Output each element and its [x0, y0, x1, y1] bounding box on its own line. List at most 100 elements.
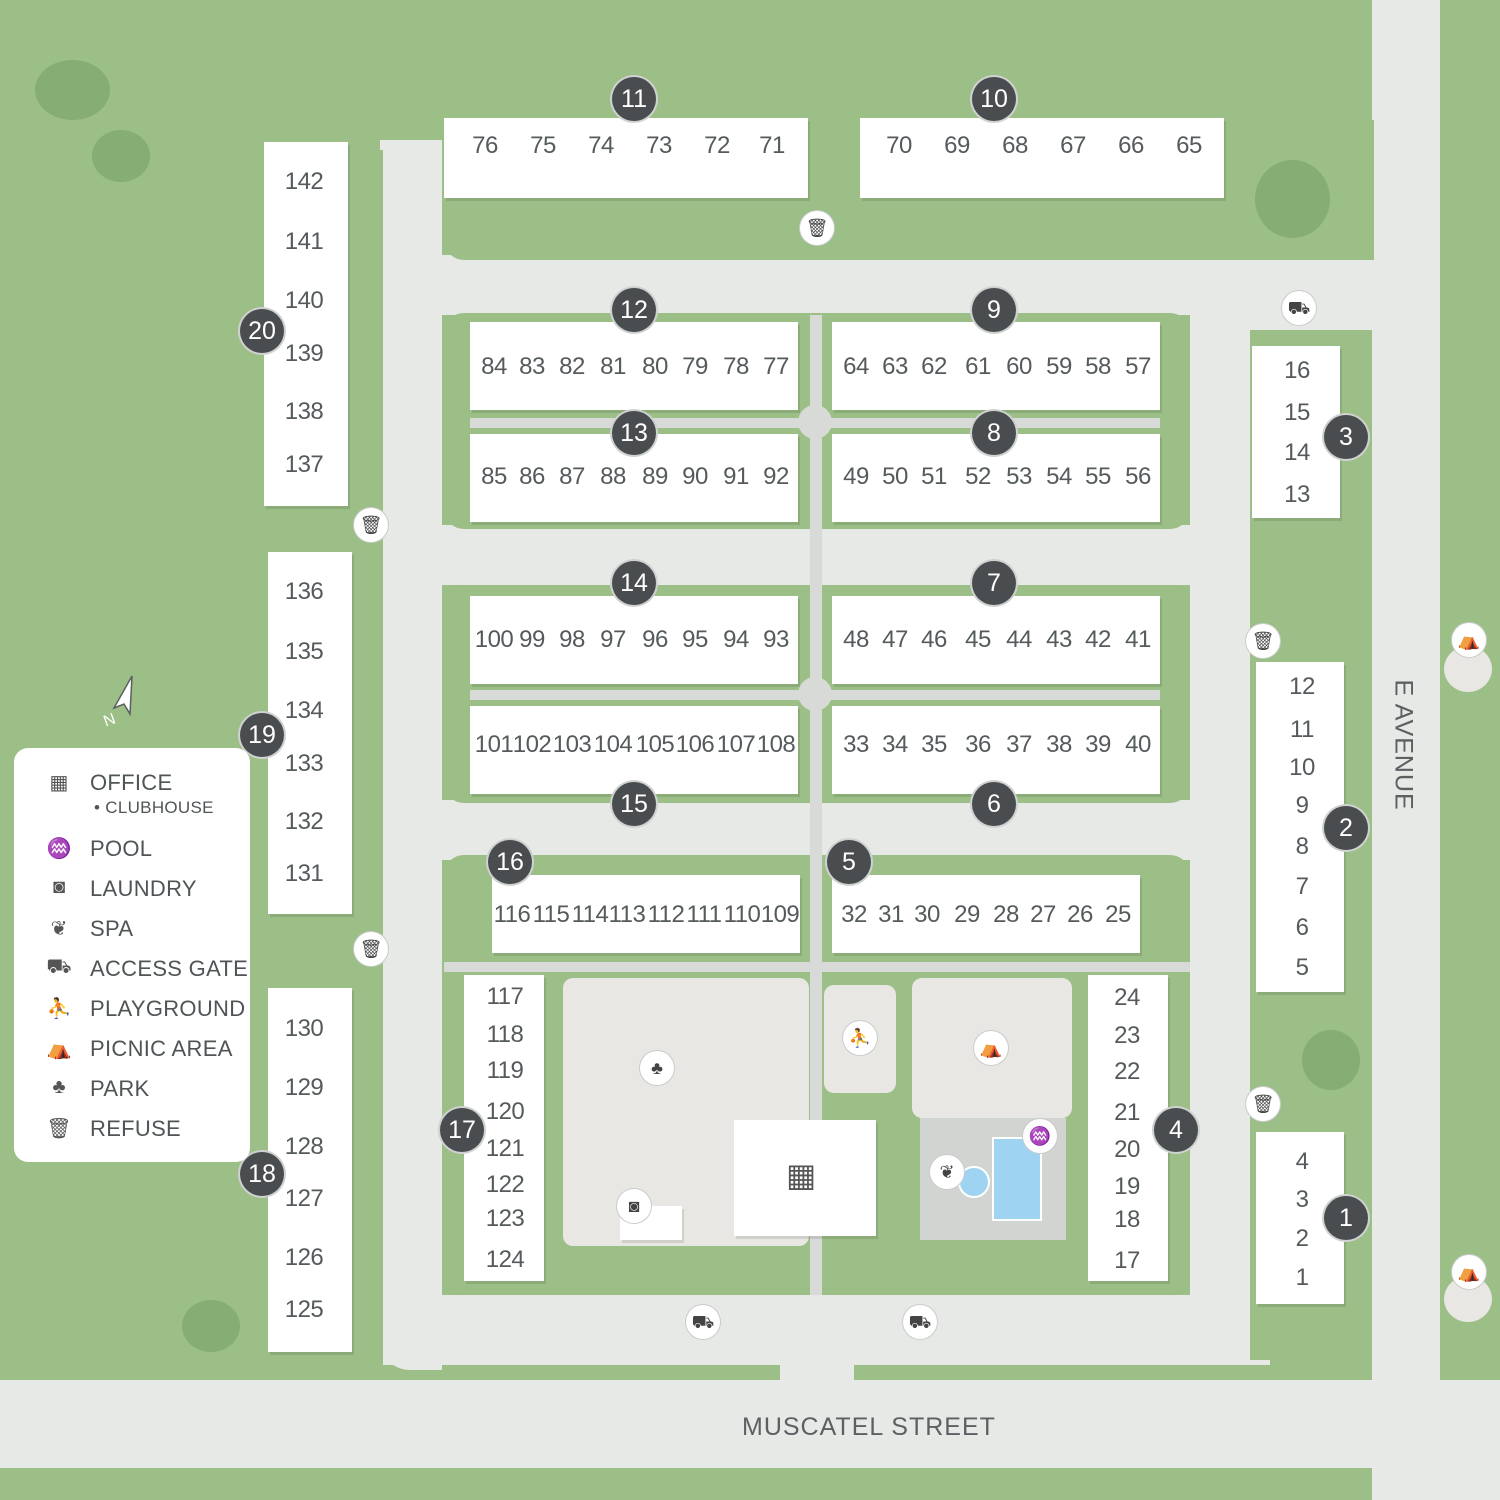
building-badge-11[interactable]: 11 — [612, 77, 656, 121]
unit-number: 9 — [1295, 792, 1309, 819]
unit-number: 137 — [284, 451, 324, 478]
refuse-icon[interactable]: 🗑 — [1246, 1087, 1280, 1121]
unit-number: 6 — [1295, 914, 1309, 941]
unit-number: 71 — [759, 132, 785, 159]
unit-number: 96 — [642, 626, 668, 653]
pool-icon[interactable]: ♒ — [1023, 1119, 1057, 1153]
unit-number: 22 — [1114, 1058, 1140, 1085]
refuse-icon[interactable]: 🗑 — [800, 211, 834, 245]
building-11[interactable] — [444, 118, 808, 198]
building-badge-13[interactable]: 13 — [612, 411, 656, 455]
building-badge-9[interactable]: 9 — [972, 288, 1016, 332]
access-gate-icon[interactable]: ⛟ — [903, 1305, 937, 1339]
building-16[interactable] — [492, 875, 800, 953]
unit-number: 135 — [284, 638, 324, 665]
building-badge-7[interactable]: 7 — [972, 561, 1016, 605]
unit-number: 59 — [1046, 353, 1072, 380]
refuse-icon[interactable]: 🗑 — [354, 932, 388, 966]
building-7[interactable] — [832, 596, 1160, 684]
building-badge-20[interactable]: 20 — [240, 309, 284, 353]
unit-number: 108 — [756, 731, 796, 758]
unit-number: 120 — [485, 1098, 525, 1125]
access-gate-icon[interactable]: ⛟ — [686, 1305, 720, 1339]
building-badge-5[interactable]: 5 — [827, 840, 871, 884]
tree — [1302, 1030, 1360, 1090]
unit-number: 2 — [1295, 1225, 1309, 1252]
unit-number: 27 — [1030, 901, 1056, 928]
refuse-icon[interactable]: 🗑 — [354, 508, 388, 542]
unit-number: 68 — [1002, 132, 1028, 159]
unit-number: 116 — [493, 901, 531, 928]
access-gate-icon: ⛟ — [46, 956, 72, 978]
building-badge-15[interactable]: 15 — [612, 782, 656, 826]
unit-number: 34 — [882, 731, 908, 758]
unit-number: 119 — [486, 1057, 524, 1084]
unit-number: 141 — [284, 228, 324, 255]
walkway-ns — [810, 315, 822, 1295]
pool-icon: ♒ — [46, 838, 72, 860]
building-badge-17[interactable]: 17 — [440, 1108, 484, 1152]
unit-number: 64 — [843, 353, 869, 380]
playground-icon[interactable]: ⛹ — [843, 1021, 877, 1055]
building-5[interactable] — [832, 875, 1140, 953]
refuse-icon[interactable]: 🗑 — [1246, 624, 1280, 658]
laundry-icon: ◙ — [52, 876, 66, 898]
building-badge-14[interactable]: 14 — [612, 561, 656, 605]
unit-number: 28 — [993, 901, 1019, 928]
internal-drive-east — [1190, 255, 1250, 1365]
unit-number: 32 — [841, 901, 867, 928]
building-badge-12[interactable]: 12 — [612, 288, 656, 332]
access-gate-icon[interactable]: ⛟ — [1282, 291, 1316, 325]
unit-number: 21 — [1114, 1099, 1140, 1126]
unit-number: 3 — [1295, 1186, 1309, 1213]
unit-number: 14 — [1284, 439, 1310, 466]
picnic-area-icon[interactable]: ⛺ — [1452, 623, 1486, 657]
unit-number: 8 — [1295, 833, 1309, 860]
building-badge-2[interactable]: 2 — [1324, 806, 1368, 850]
muscatel-street-label: MUSCATEL STREET — [742, 1413, 996, 1441]
building-15[interactable] — [470, 706, 798, 794]
building-badge-4[interactable]: 4 — [1154, 1108, 1198, 1152]
unit-number: 107 — [716, 731, 756, 758]
map-legend: ▦OFFICE• CLUBHOUSE♒POOL◙LAUNDRY❦SPA⛟ACCE… — [14, 748, 250, 1162]
park-icon[interactable]: ♣ — [640, 1051, 674, 1085]
building-9[interactable] — [832, 322, 1160, 410]
building-badge-18[interactable]: 18 — [240, 1152, 284, 1196]
building-badge-1[interactable]: 1 — [1324, 1196, 1368, 1240]
unit-number: 7 — [1295, 873, 1309, 900]
unit-number: 81 — [600, 353, 626, 380]
unit-number: 106 — [675, 731, 715, 758]
unit-number: 82 — [559, 353, 585, 380]
office-icon: ▦ — [49, 772, 69, 794]
spa-icon[interactable]: ❦ — [930, 1155, 964, 1189]
refuse-icon: 🗑 — [46, 1118, 72, 1140]
building-badge-6[interactable]: 6 — [972, 782, 1016, 826]
laundry-icon[interactable]: ◙ — [617, 1189, 651, 1223]
unit-number: 133 — [284, 750, 324, 777]
unit-number: 125 — [284, 1296, 324, 1323]
building-14[interactable] — [470, 596, 798, 684]
unit-number: 123 — [485, 1205, 525, 1232]
unit-number: 65 — [1176, 132, 1202, 159]
unit-number: 70 — [886, 132, 912, 159]
unit-number: 51 — [921, 463, 947, 490]
unit-number: 92 — [763, 463, 789, 490]
building-badge-16[interactable]: 16 — [488, 840, 532, 884]
picnic-area-icon[interactable]: ⛺ — [1452, 1255, 1486, 1289]
unit-number: 114 — [571, 901, 609, 928]
building-badge-3[interactable]: 3 — [1324, 415, 1368, 459]
building-badge-19[interactable]: 19 — [240, 713, 284, 757]
e-avenue-label: E AVENUE — [1389, 679, 1418, 811]
building-badge-8[interactable]: 8 — [972, 411, 1016, 455]
unit-number: 62 — [921, 353, 947, 380]
building-10[interactable] — [860, 118, 1224, 198]
unit-number: 23 — [1114, 1022, 1140, 1049]
unit-number: 110 — [723, 901, 761, 928]
building-6[interactable] — [832, 706, 1160, 794]
picnic-area-icon[interactable]: ⛺ — [974, 1031, 1008, 1065]
unit-number: 20 — [1114, 1136, 1140, 1163]
building-badge-10[interactable]: 10 — [972, 77, 1016, 121]
unit-number: 48 — [843, 626, 869, 653]
unit-number: 79 — [682, 353, 708, 380]
building-12[interactable] — [470, 322, 798, 410]
